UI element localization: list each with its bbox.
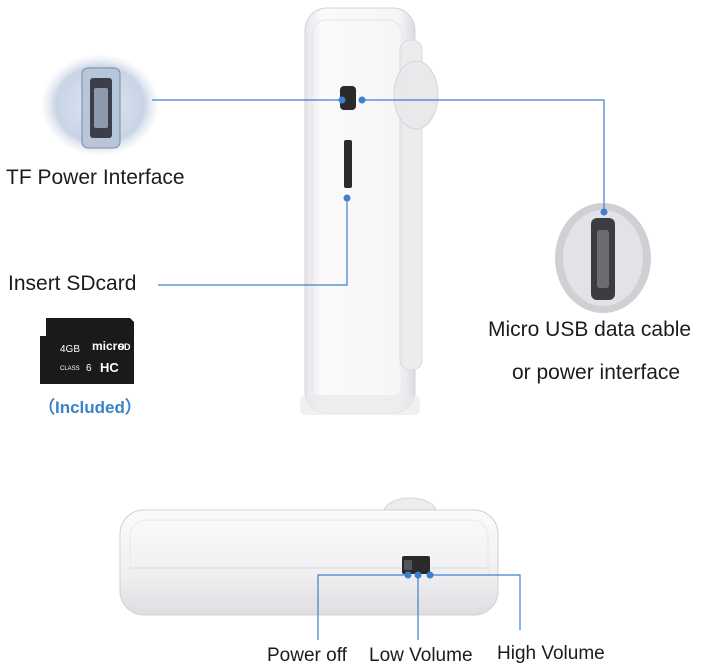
high-volume-label: High Volume	[497, 643, 605, 664]
sd-card-image	[40, 318, 134, 384]
insert-sd-label: Insert SDcard	[8, 272, 137, 295]
tf-power-label: TF Power Interface	[6, 166, 185, 189]
high-volume-leader	[430, 574, 521, 630]
usb-leader	[362, 99, 605, 212]
usb-label-line2: or power interface	[512, 361, 681, 384]
callout-dots	[338, 96, 608, 579]
sd-class-num: 6	[86, 363, 92, 374]
usb-label-line1: Micro USB data cable	[488, 318, 692, 341]
usb-port	[340, 86, 356, 110]
sd-brand-sub: SD	[118, 342, 131, 352]
sd-leader	[158, 198, 348, 286]
sd-capacity: 4GB	[60, 344, 80, 355]
device-side-view	[300, 7, 439, 415]
callout-lines	[152, 99, 605, 640]
sd-hc: HC	[100, 360, 119, 375]
sd-class: CLASS	[60, 366, 80, 372]
power-off-leader	[317, 574, 408, 640]
sd-brand: micro	[92, 339, 125, 353]
device-bottom-view	[119, 497, 499, 616]
tf-port-zoom	[42, 55, 158, 155]
micro-usb-zoom	[555, 203, 651, 313]
included-label: （Included）	[38, 398, 142, 417]
low-volume-label: Low Volume	[369, 645, 473, 666]
volume-switch-knob	[404, 560, 412, 570]
sd-slot	[344, 140, 352, 188]
power-off-label: Power off	[267, 645, 347, 666]
